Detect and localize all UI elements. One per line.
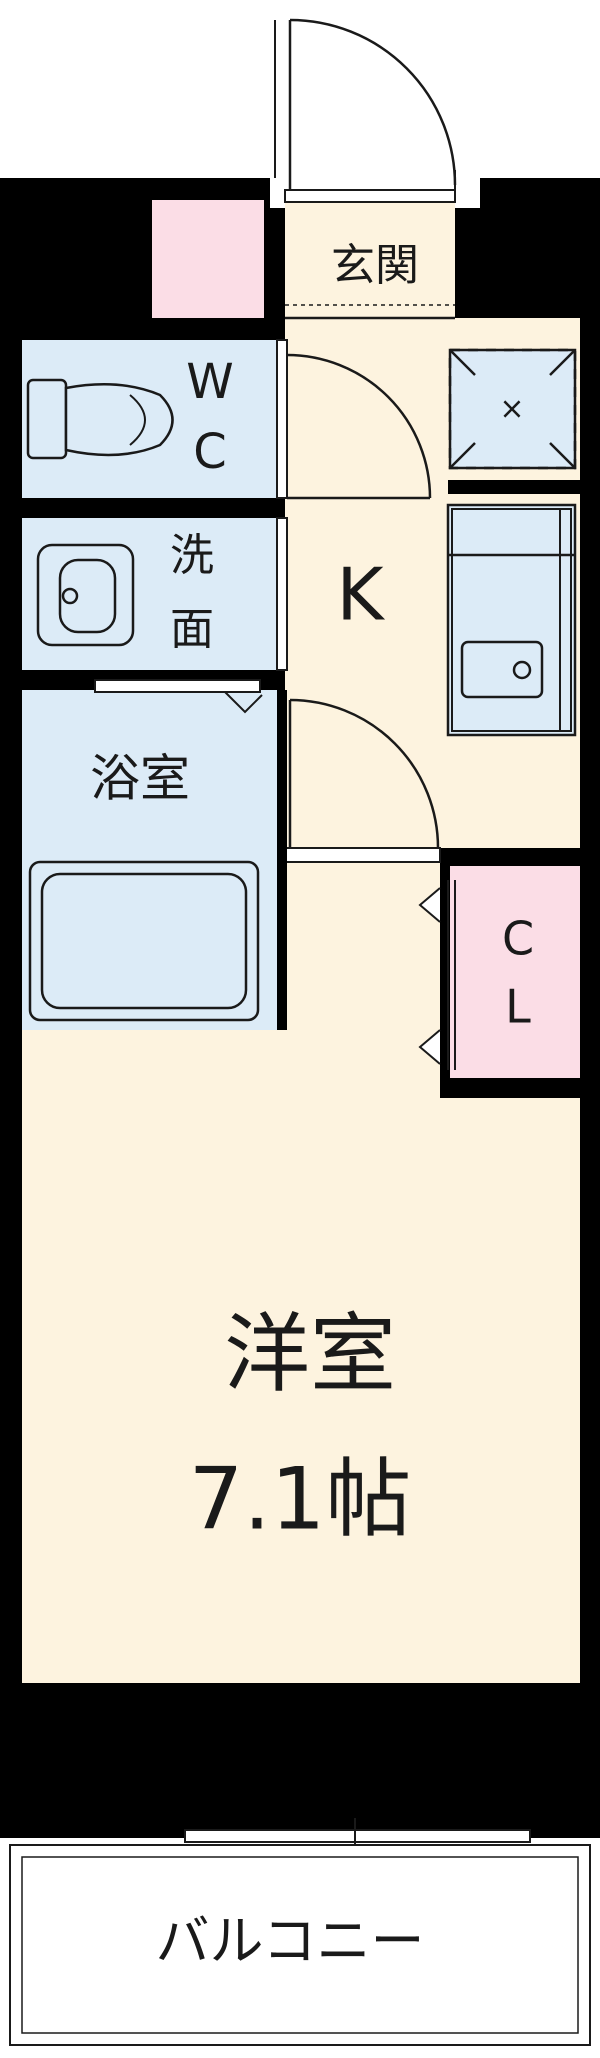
kitchen-fixtures: × [446,348,580,737]
yoshitsu-size: 7.1帖 [189,1449,412,1549]
senmen-label-top: 洗 [170,530,214,581]
washroom-partitions [94,517,288,1030]
wc-door [276,339,432,500]
wash-basin [36,543,135,647]
genkan-label: 玄関 [331,240,419,291]
balcony-label: バルコニー [156,1910,425,1973]
shoe-box [152,200,264,318]
kitchen-label: K [336,553,385,637]
closet-wall-bottom [440,1078,580,1098]
toilet [26,378,174,460]
genkan-step [285,304,455,320]
closet-label-c: C [502,912,534,966]
balcony [9,1818,591,2046]
column-bottom-left [22,1683,152,1838]
kitchen-counter [446,503,577,737]
yokushitsu-label: 浴室 [90,750,190,808]
closet-floor [448,866,580,1078]
senmen-label-bottom: 面 [170,604,214,655]
bathtub [28,860,260,1022]
washer-mark: × [499,392,524,427]
kitchen-sink [460,640,544,699]
closet-doors [418,880,456,1070]
closet-label-l: L [505,980,531,1034]
closet-wall-left [440,848,450,1098]
room-labels: 玄関 W C 洗 面 浴室 K C L 洋室 7.1帖 バルコニー [90,240,534,1973]
wc-label-w: W [186,354,233,410]
entrance-door [274,18,457,203]
yoshitsu-label: 洋室 [224,1304,396,1404]
wc-label-c: C [193,424,227,480]
genkan-floor [285,200,455,318]
